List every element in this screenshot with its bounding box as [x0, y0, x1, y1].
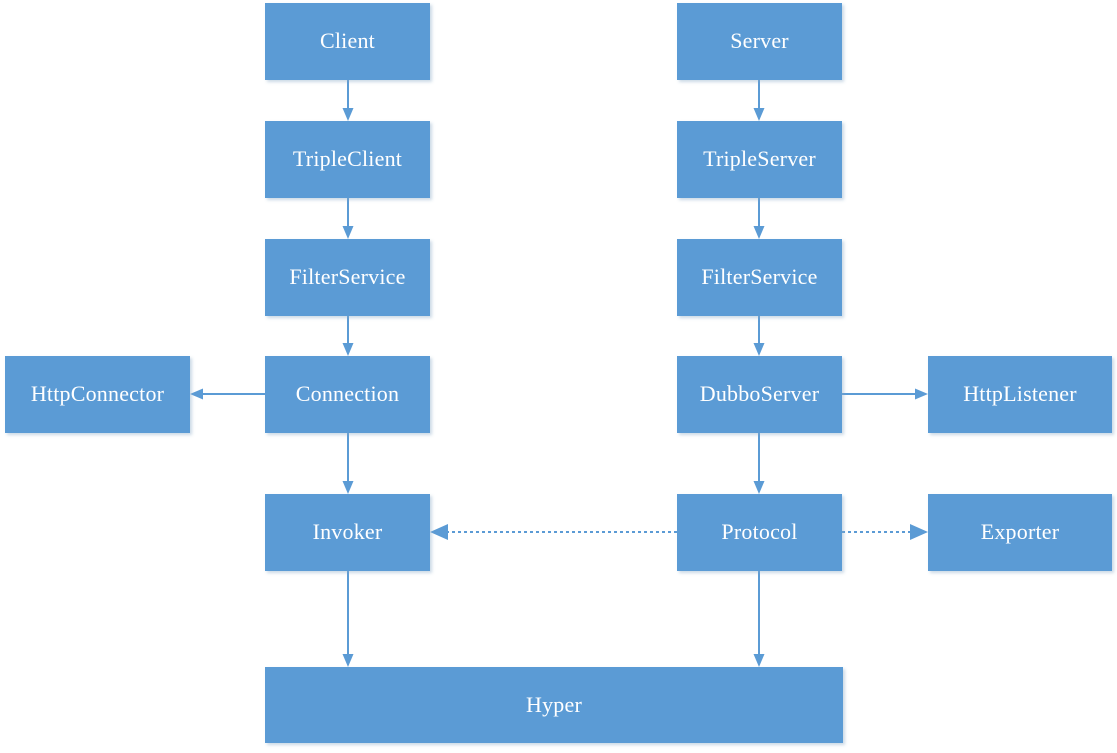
node-triple-client[interactable]: TripleClient — [265, 121, 430, 198]
node-exporter-label: Exporter — [980, 519, 1060, 545]
node-server[interactable]: Server — [677, 3, 842, 80]
edge-filterservice-to-connection — [342, 316, 354, 356]
edge-server-to-tripleserver — [753, 80, 765, 121]
node-triple-client-label: TripleClient — [292, 146, 403, 172]
node-client-label: Client — [320, 28, 375, 54]
node-connection-label: Connection — [295, 381, 400, 407]
node-server-label: Server — [730, 28, 789, 54]
node-protocol[interactable]: Protocol — [677, 494, 842, 571]
edge-protocol-to-invoker — [430, 524, 677, 540]
node-http-listener-label: HttpListener — [963, 381, 1077, 407]
node-protocol-label: Protocol — [721, 519, 798, 545]
edge-protocol-to-exporter — [842, 524, 928, 540]
edge-client-to-tripleclient — [342, 80, 354, 121]
edge-dubboserver-to-protocol — [753, 433, 765, 494]
edge-dubboserver-to-httplistener — [842, 388, 928, 400]
node-dubbo-server-label: DubboServer — [699, 381, 820, 407]
node-exporter[interactable]: Exporter — [928, 494, 1112, 571]
node-filter-service-right-label: FilterService — [701, 264, 818, 290]
node-dubbo-server[interactable]: DubboServer — [677, 356, 842, 433]
node-connection[interactable]: Connection — [265, 356, 430, 433]
node-triple-server[interactable]: TripleServer — [677, 121, 842, 198]
node-filter-service-left[interactable]: FilterService — [265, 239, 430, 316]
node-hyper[interactable]: Hyper — [265, 667, 843, 743]
edge-connection-to-invoker — [342, 433, 354, 494]
node-filter-service-right[interactable]: FilterService — [677, 239, 842, 316]
edge-connection-to-httpconnector — [190, 388, 265, 400]
node-triple-server-label: TripleServer — [703, 146, 816, 172]
node-invoker-label: Invoker — [312, 519, 383, 545]
edge-protocol-to-hyper — [753, 571, 765, 667]
node-filter-service-left-label: FilterService — [289, 264, 406, 290]
node-http-listener[interactable]: HttpListener — [928, 356, 1112, 433]
node-invoker[interactable]: Invoker — [265, 494, 430, 571]
edge-invoker-to-hyper — [342, 571, 354, 667]
edge-tripleserver-to-filterservice — [753, 198, 765, 239]
edge-filterservice-to-dubboserver — [753, 316, 765, 356]
node-http-connector[interactable]: HttpConnector — [5, 356, 190, 433]
node-http-connector-label: HttpConnector — [30, 381, 165, 407]
edge-tripleclient-to-filterservice — [342, 198, 354, 239]
node-client[interactable]: Client — [265, 3, 430, 80]
node-hyper-label: Hyper — [526, 691, 582, 717]
